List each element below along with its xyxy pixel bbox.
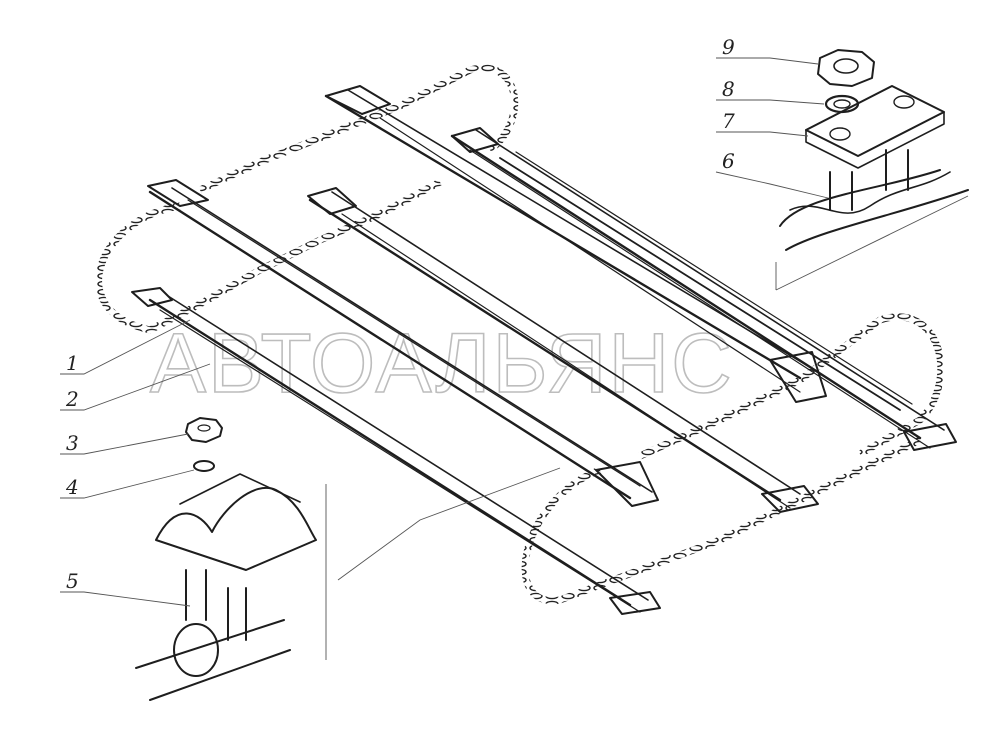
callout-8: 8 [722,77,735,101]
callout-7: 7 [722,109,735,133]
callout-2: 2 [65,387,79,411]
chain-left-loop [95,178,442,334]
rail-b [147,179,659,507]
washer-part-8 [824,94,860,114]
rail-a [131,287,661,615]
callout-labels: 1 2 3 4 5 6 7 8 9 [65,35,735,593]
rail-f [499,151,913,411]
callout-6: 6 [722,149,735,173]
plate-part-7 [805,85,945,169]
callout-leaders [60,57,829,607]
callout-9: 9 [722,35,735,59]
rail-e [450,127,957,451]
chain-right-top-loop [638,313,945,460]
chain-bottom-loop [521,436,922,605]
chain-set [95,64,945,605]
washer-part-4 [193,460,215,472]
callout-5: 5 [66,569,79,593]
rail-assembly [131,85,957,615]
callout-1: 1 [66,351,79,375]
nut-part-9 [817,49,875,87]
detail-insert-top-right [775,49,969,291]
rail-c [307,187,819,513]
callout-4: 4 [65,475,79,499]
watermark-text: АВТОАЛЬЯНС [150,316,734,410]
clamp-part-5 [135,473,317,701]
nut-part-3 [185,417,223,443]
chain-top [198,64,519,194]
detail-insert-bottom-left [135,417,327,701]
u-bolt-part-6 [779,149,969,251]
callout-3: 3 [66,431,79,455]
